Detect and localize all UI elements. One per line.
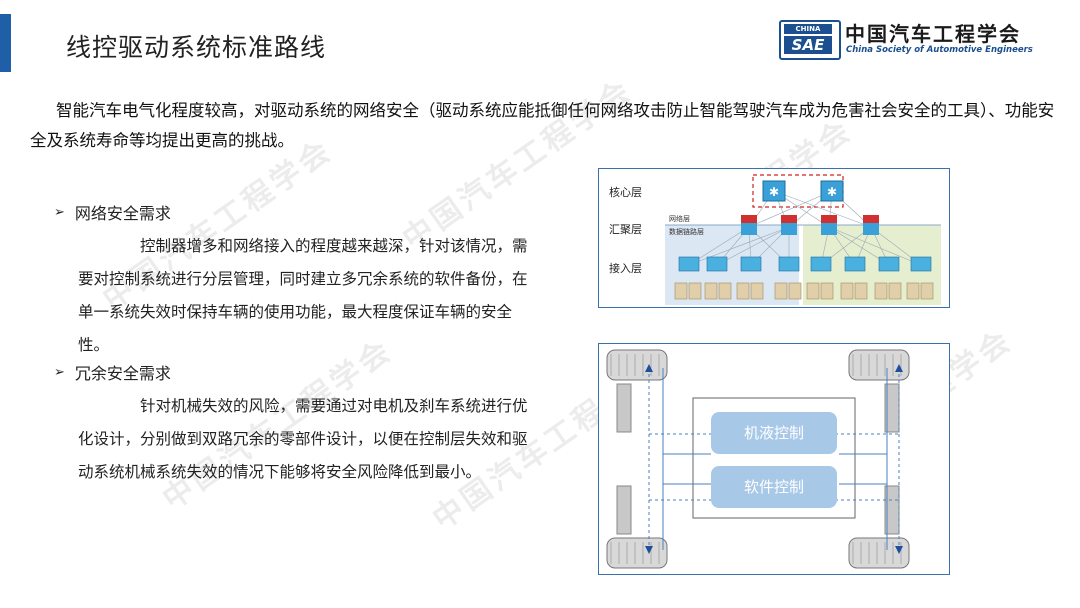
slide-title: 线控驱动系统标准路线	[66, 33, 327, 62]
arrow-icon	[645, 364, 903, 554]
layer-aggregation-label: 汇聚层	[609, 223, 642, 236]
layer-access-label: 接入层	[609, 262, 642, 275]
logo-name-cn: 中国汽车工程学会	[845, 22, 1021, 46]
title-accent-bar	[0, 14, 11, 72]
section-heading: 网络安全需求	[74, 204, 171, 223]
vehicle-chassis-graphic	[606, 349, 910, 569]
wheel-icon	[606, 349, 910, 569]
intro-paragraph: 智能汽车电气化程度较高，对驱动系统的网络安全（驱动系统应能抵御任何网络攻击防止智…	[30, 101, 1055, 150]
network-topology-diagram: ✱ ✱ 核心层 汇聚层 接入层 网络层 数据链路层	[598, 168, 950, 308]
sae-badge-icon: CHINA SAE	[779, 20, 841, 60]
terminal-box-icon	[674, 282, 934, 300]
badge-bottom-text: SAE	[784, 36, 832, 54]
aggregation-switch-icon	[741, 215, 879, 235]
section-network-security: ➢ 网络安全需求 控制器增多和网络接入的程度越来越深，针对该情况，需要对控制系统…	[54, 200, 554, 362]
core-switch-icon: ✱ ✱	[762, 180, 844, 202]
suspension-icon	[616, 383, 900, 535]
layer-core-label: 核心层	[609, 186, 642, 199]
vehicle-chassis-diagram: 机液控制 软件控制	[598, 343, 950, 575]
software-control-box: 软件控制	[711, 466, 837, 508]
svg-text:✱: ✱	[769, 185, 779, 199]
arrow-bullet-icon: ➢	[54, 364, 65, 380]
section-heading: 冗余安全需求	[74, 364, 171, 383]
badge-top-text: CHINA	[784, 24, 832, 34]
section-body: 控制器增多和网络接入的程度越来越深，针对该情况，需要对控制系统进行分层管理，同时…	[78, 237, 528, 354]
arrow-bullet-icon: ➢	[54, 204, 65, 220]
svg-text:✱: ✱	[827, 185, 837, 199]
network-layer-tag: 网络层	[669, 215, 690, 223]
section-body: 针对机械失效的风险，需要通过对电机及刹车系统进行优化设计，分别做到双路冗余的零部…	[78, 397, 528, 481]
logo-name-en: China Society of Automotive Engineers	[846, 45, 1033, 55]
access-switch-icon	[678, 256, 932, 272]
hydraulic-control-box: 机液控制	[711, 412, 837, 454]
csae-logo: CHINA SAE 中国汽车工程学会 China Society of Auto…	[779, 18, 1049, 60]
network-topology-graphic: ✱ ✱	[665, 174, 941, 305]
datalink-layer-tag: 数据链路层	[669, 228, 704, 236]
section-redundancy-security: ➢ 冗余安全需求 针对机械失效的风险，需要通过对电机及刹车系统进行优化设计，分别…	[54, 360, 554, 489]
